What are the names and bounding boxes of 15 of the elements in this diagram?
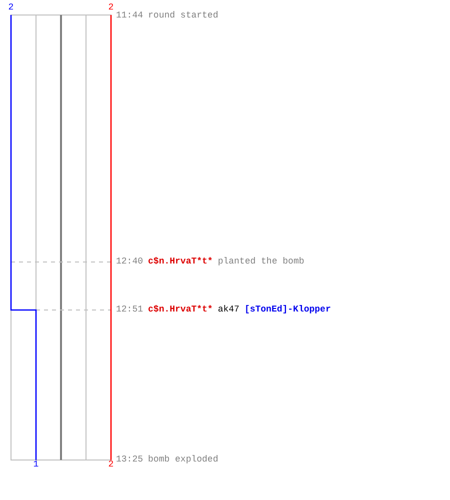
victim-name: [sTonEd]-Klopper [244,306,331,314]
timestamp: 12:40 [116,258,144,266]
player-count: 2 [108,460,114,470]
event-text: round started [148,12,218,20]
player-count: 1 [33,460,39,470]
player-count: 2 [108,4,114,12]
player-name: c$n.HrvaT*t* [148,306,213,314]
event-text: bomb exploded [148,456,218,464]
player-name: c$n.HrvaT*t* [148,258,213,266]
weapon: ak47 [218,306,240,314]
event-text: planted the bomb [218,258,304,266]
timestamp: 12:51 [116,306,144,314]
timestamp: 13:25 [116,456,144,464]
timestamp: 11:44 [116,12,144,20]
player-count: 2 [8,4,14,12]
